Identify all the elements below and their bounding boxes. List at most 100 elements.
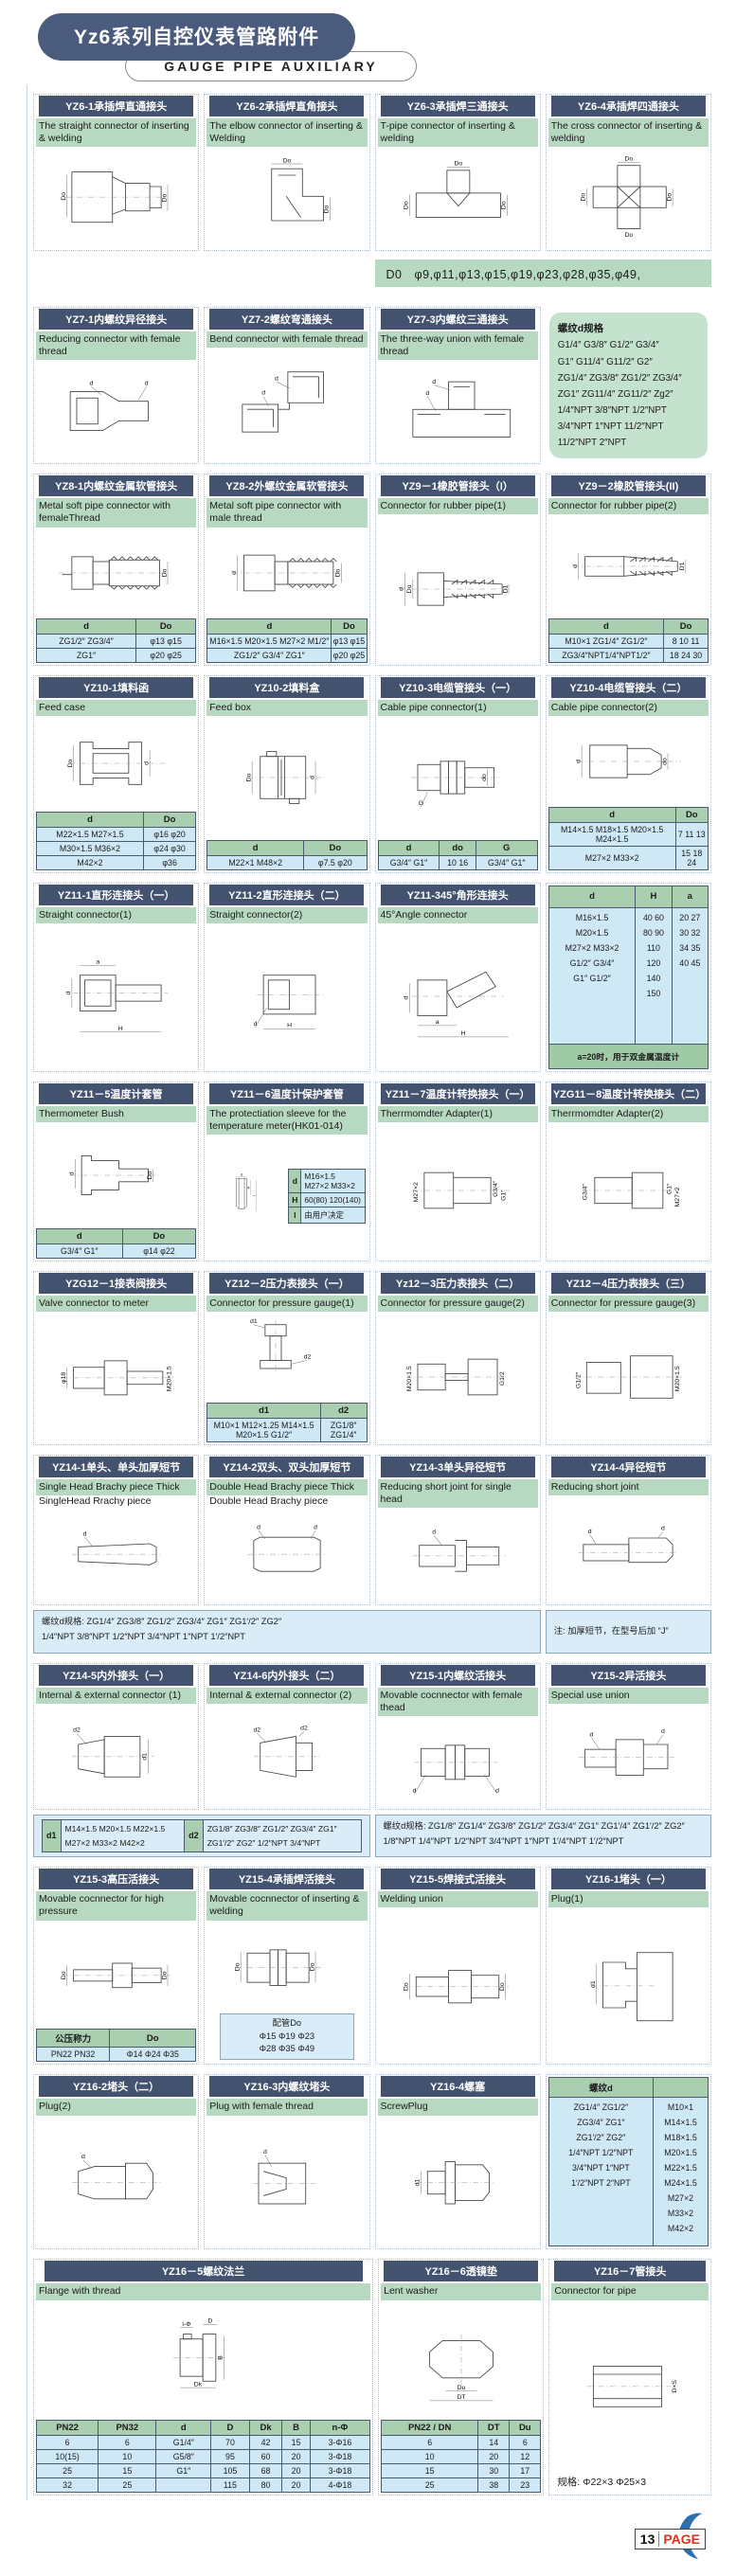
section-subtitle-en: Feed case [36,699,197,716]
section-title-bar: YZ12－2压力表接头（一） [209,1272,365,1294]
section-subtitle-en: Plug with female thread [206,2099,368,2116]
dha-value: 34 35 [679,942,701,953]
section-subtitle-en: Special use union [548,1687,709,1704]
svg-text:d1: d1 [590,1980,597,1988]
spec-cell: G3/4″ G1″ [377,854,440,870]
section-title-bar: YZ11－5温度计套管 [39,1082,194,1104]
section-title-bar: YZ11-1直形连接头（一） [39,884,194,905]
thread-spec-strip: 螺纹d规格: ZG1/8″ ZG1/4″ ZG3/8″ ZG1/2″ ZG3/4… [374,1815,711,1858]
svg-text:Do: Do [406,584,413,593]
dha-footer-row: a=20时，用于双金属温度计 [548,1043,709,1069]
svg-text:a: a [96,959,99,966]
spec-cell: 32 [35,2478,99,2494]
spec-row: M10×1 M12×1.25 M14×1.5 M20×1.5 G1/2″ZG1/… [206,1417,368,1442]
section-subtitle-en: Straight connector(1) [36,906,197,923]
spec-cell: 20 [281,2449,311,2465]
section-title-bar: YZ15-4承插焊活接头 [209,1869,365,1890]
spec-cell: 15 [98,2463,157,2479]
section-title-bar: YZ14-6内外接头（二） [209,1664,365,1686]
spec-header: PN22 / DN [381,2420,479,2437]
svg-text:d: d [143,761,150,765]
section-body: d [36,1508,196,1602]
section-body: D×S [551,2300,709,2472]
section-subtitle-en: T-pipe connector of inserting & welding [377,118,538,148]
spec-cell: M42×2 [36,854,144,870]
page-title: Yz6系列自控仪表管路附件 [38,13,356,61]
yz16-4-technical-drawing: d1 [415,2160,496,2205]
spec-cell: G3/4″ G1″ [475,854,538,870]
svg-text:M20×1.5: M20×1.5 [406,1366,413,1391]
spec-cell: φ13 φ15 [135,633,197,649]
svg-text:M20×1.5: M20×1.5 [674,1366,681,1391]
svg-text:G3/4″: G3/4″ [493,1180,499,1197]
svg-text:Do: Do [309,1962,315,1971]
section-title-bar: YZ7-2螺纹弯通接头 [209,309,365,330]
yz16-1-drawing: d1 [548,1940,709,2030]
section-title-bar: YZ6-4承插焊四通接头 [550,96,706,116]
yz11-6-technical-drawing: dHl [236,1172,257,1212]
section-subtitle-en: Bend connector with female thread [206,331,368,349]
side-table-value: 60(80) 120(140) [300,1192,366,1208]
svg-text:l-Φ: l-Φ [182,2321,191,2328]
thread-spec-line: 11/2″NPT 2″NPT [557,438,627,449]
spec-cell: G1″ [155,2463,212,2479]
thread-spec-line: G1/4″ G3/8″ G1/2″ G3/4″ [557,340,659,351]
spec-cell: φ13 φ15 [331,633,368,649]
svg-text:d: d [404,995,410,999]
screw-thread-left: ZG1/4″ ZG1/2″ZG3/4″ ZG1″ZG1′/2″ ZG2″1/4″… [548,2096,654,2247]
svg-text:d: d [588,1528,592,1534]
screw-thread-value: 3/4″NPT 1″NPT [571,2162,630,2173]
spec-note-line: 配管Do [272,2017,302,2028]
section-yzg11-8: YZG11－8温度计转换接头（二）Therrmomdter Adapter(2)… [545,1081,711,1261]
thread-spec-line: 1/4″NPT 3/8″NPT 1/2″NPT [557,404,667,416]
catalog-row: YZ14-5内外接头（一）Internal & external connect… [27,1658,736,1862]
spec-strip-line: 注: 加厚短节，在型号后加 “J” [553,1626,669,1637]
spec-header: B [281,2420,311,2437]
spec-cell: 4-Φ18 [309,2478,371,2494]
dha-value: M16×1.5 [575,912,609,922]
section-subtitle-en2: SingleHead Rrachy piece [39,1494,152,1507]
screw-thread-value: M20×1.5 [664,2147,697,2157]
section-subtitle-en: The protectiation sleeve for the tempera… [206,1105,368,1135]
spec-header: Do [109,2029,197,2048]
svg-text:d: d [413,1788,417,1795]
spec-cell: G3/4″ G1″ [36,1243,123,1259]
yz14-1-technical-drawing: d [71,1531,163,1565]
svg-text:M20×1.5: M20×1.5 [166,1366,172,1391]
svg-text:d: d [432,1530,436,1536]
spec-row: ZG1/2″ G3/4″ ZG1″φ20 φ25 [206,647,368,663]
